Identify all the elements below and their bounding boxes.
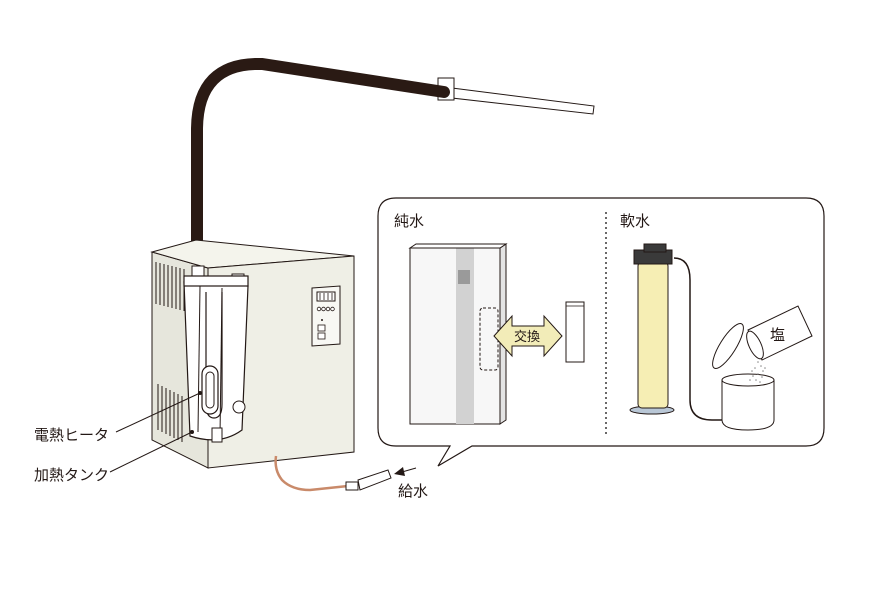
label-exchange: 交換 (514, 329, 540, 345)
heater-leader (115, 392, 201, 433)
label-heater: 電熱ヒータ (34, 426, 109, 444)
display-icon (316, 291, 336, 302)
heating-tank (183, 265, 249, 443)
label-heating-tank: 加熱タンク (34, 466, 109, 484)
label-salt: 塩 (770, 326, 785, 344)
side-vents-top (155, 262, 185, 311)
tank-body (183, 281, 249, 441)
indicator-lamps-icon (316, 306, 335, 312)
cartridge-stripe (456, 248, 474, 424)
replacement-cartridge (565, 301, 585, 363)
tank-collar (183, 275, 249, 287)
heater-coil (201, 365, 219, 415)
side-vents-bottom (157, 384, 183, 442)
double-arrow-icon (493, 314, 563, 358)
cartridge-outline-dashed (479, 307, 499, 371)
feed-hose (274, 455, 349, 492)
resin-column (637, 261, 669, 409)
soft-water-unit (629, 243, 722, 421)
switch-icon (317, 332, 326, 340)
salt-grains (749, 361, 766, 383)
feed-valve (345, 469, 392, 491)
brine-tank (712, 323, 775, 431)
arrow-left-icon (394, 467, 417, 476)
tank-knob (232, 400, 246, 414)
tank-leader (109, 431, 193, 473)
label-feed-water: 給水 (398, 482, 428, 500)
steam-pipe (451, 87, 595, 115)
label-pure-water: 純水 (394, 212, 424, 230)
brine-lid (712, 323, 744, 369)
label-soft-water: 軟水 (620, 212, 650, 230)
pure-water-unit (408, 243, 508, 425)
switch-icon (317, 324, 326, 332)
humidifier-unit (150, 239, 392, 492)
steam-hose (191, 57, 450, 254)
steam-distribution (191, 57, 595, 254)
tank-inlet (211, 427, 223, 443)
salt-bag (746, 305, 813, 361)
control-panel (311, 285, 341, 347)
